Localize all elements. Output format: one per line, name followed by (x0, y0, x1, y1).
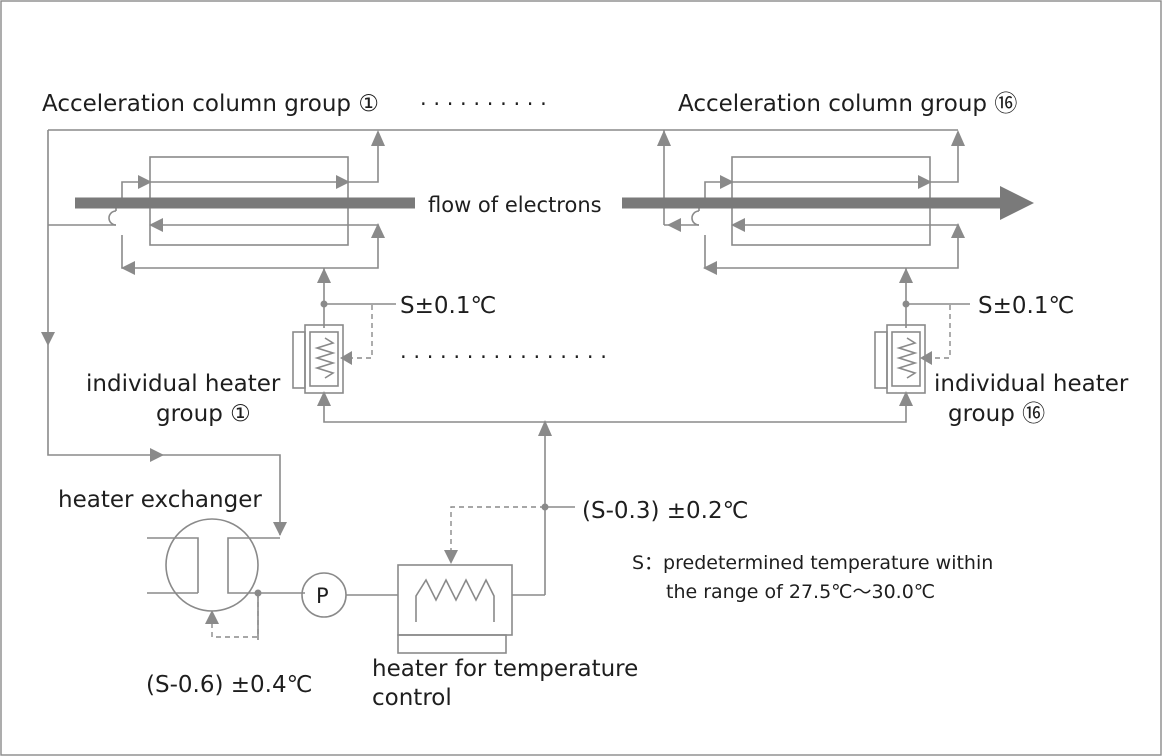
electron-flow-arrow (75, 186, 1034, 220)
group-1-title: Acceleration column group ① (42, 91, 379, 117)
individual-heater-group-16 (874, 300, 970, 406)
title-ellipsis: · · · · · · · · · · (420, 92, 547, 116)
tolerance-left: S±0.1℃ (400, 293, 496, 319)
temp-heater-label-line1: heater for temperature (372, 656, 638, 682)
supply-riser (444, 420, 575, 595)
individual-heater-right-line1: individual heater (934, 371, 1129, 397)
individual-heater-left-line2: group ① (156, 401, 251, 427)
note-line2: the range of 27.5℃～30.0℃ (666, 581, 935, 603)
heater-ellipsis: · · · · · · · · · · · · · · · · (400, 345, 607, 369)
tolerance-right: S±0.1℃ (978, 293, 1074, 319)
tolerance-s03: (S-0.3) ±0.2℃ (582, 498, 748, 524)
note-line1: S：predetermined temperature within (632, 552, 993, 574)
heat-exchanger (147, 518, 305, 640)
pump (301, 572, 398, 618)
individual-heater-group-1 (292, 300, 907, 423)
group-16-title: Acceleration column group ⑯ (678, 91, 1017, 117)
heat-exchanger-label: heater exchanger (58, 487, 262, 513)
individual-heater-left-line1: individual heater (86, 371, 281, 397)
acceleration-column-group-16 (657, 130, 965, 328)
temperature-control-heater (397, 564, 545, 654)
pump-label: P (316, 584, 329, 608)
individual-heater-right-line2: group ⑯ (948, 401, 1045, 427)
main-piping (41, 129, 958, 536)
acceleration-column-group-1 (48, 130, 385, 328)
flow-label: flow of electrons (428, 193, 602, 217)
tolerance-s06: (S-0.6) ±0.4℃ (146, 672, 312, 698)
temp-heater-label-line2: control (372, 685, 452, 711)
